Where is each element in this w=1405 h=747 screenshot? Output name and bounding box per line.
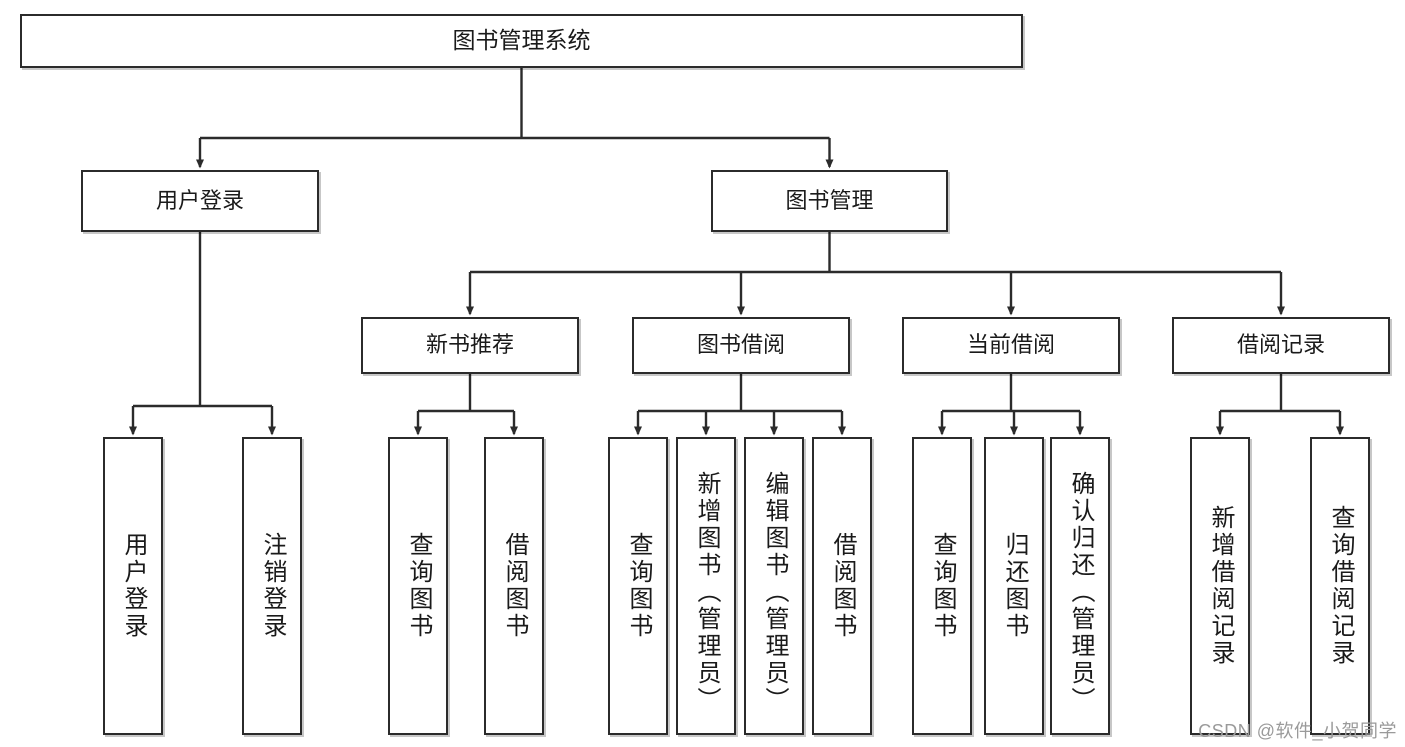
node-leaf-edit-book-label: 编辑图书（管理员）: [761, 470, 788, 714]
node-leaf-borrow-book-2-label: 借阅图书: [829, 532, 856, 640]
node-root-label: 图书管理系统: [452, 27, 591, 54]
node-leaf-borrow-book-1-label: 借阅图书: [501, 532, 528, 640]
node-leaf-confirm-return[interactable]: 确认归还（管理员）: [1050, 437, 1110, 735]
csdn-watermark: CSDN @软件_小贺同学: [1198, 721, 1397, 741]
node-leaf-add-record-label: 新增借阅记录: [1207, 505, 1234, 667]
node-book-borrow-label: 图书借阅: [696, 332, 785, 358]
node-leaf-query-book-1[interactable]: 查询图书: [388, 437, 448, 735]
node-leaf-logout[interactable]: 注销登录: [242, 437, 302, 735]
node-user-login[interactable]: 用户登录: [81, 170, 319, 232]
node-leaf-logout-label: 注销登录: [259, 532, 286, 640]
node-leaf-query-book-2[interactable]: 查询图书: [608, 437, 668, 735]
node-leaf-confirm-return-label: 确认归还（管理员）: [1067, 470, 1094, 714]
node-leaf-query-record[interactable]: 查询借阅记录: [1310, 437, 1370, 735]
node-borrow-record-label: 借阅记录: [1236, 332, 1325, 358]
node-borrow-record[interactable]: 借阅记录: [1172, 317, 1390, 374]
node-leaf-query-book-2-label: 查询图书: [625, 532, 652, 640]
node-leaf-add-book[interactable]: 新增图书（管理员）: [676, 437, 736, 735]
node-root[interactable]: 图书管理系统: [20, 14, 1023, 68]
node-leaf-add-book-label: 新增图书（管理员）: [693, 470, 720, 714]
node-book-manage-label: 图书管理: [785, 187, 874, 213]
node-leaf-borrow-book-1[interactable]: 借阅图书: [484, 437, 544, 735]
node-leaf-return-book-label: 归还图书: [1001, 532, 1028, 640]
node-book-manage[interactable]: 图书管理: [711, 170, 948, 232]
node-leaf-user-login-label: 用户登录: [120, 532, 147, 640]
node-new-book-recommend-label: 新书推荐: [425, 332, 514, 358]
node-leaf-user-login[interactable]: 用户登录: [103, 437, 163, 735]
node-book-borrow[interactable]: 图书借阅: [632, 317, 850, 374]
node-current-borrow[interactable]: 当前借阅: [902, 317, 1120, 374]
node-leaf-borrow-book-2[interactable]: 借阅图书: [812, 437, 872, 735]
node-leaf-edit-book[interactable]: 编辑图书（管理员）: [744, 437, 804, 735]
node-leaf-return-book[interactable]: 归还图书: [984, 437, 1044, 735]
node-user-login-label: 用户登录: [155, 187, 244, 213]
node-leaf-query-record-label: 查询借阅记录: [1327, 505, 1354, 667]
node-new-book-recommend[interactable]: 新书推荐: [361, 317, 579, 374]
connector-lines: [129, 68, 1344, 436]
node-leaf-query-book-1-label: 查询图书: [405, 532, 432, 640]
node-leaf-query-book-3[interactable]: 查询图书: [912, 437, 972, 735]
node-leaf-add-record[interactable]: 新增借阅记录: [1190, 437, 1250, 735]
node-leaf-query-book-3-label: 查询图书: [929, 532, 956, 640]
node-current-borrow-label: 当前借阅: [966, 332, 1055, 358]
